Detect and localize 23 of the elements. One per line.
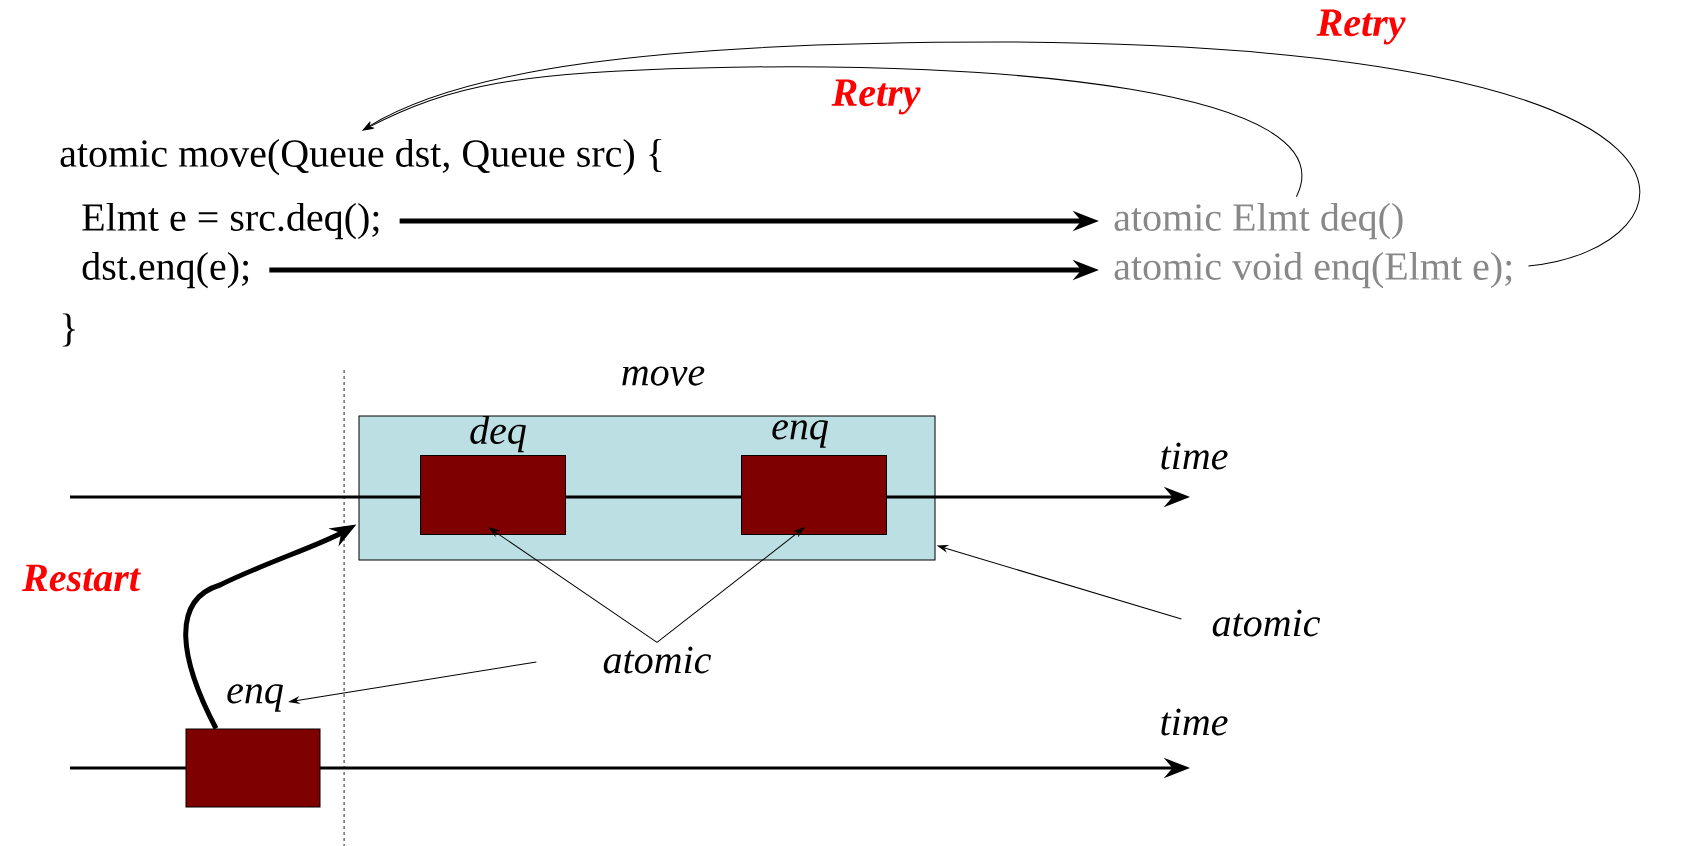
edge-label: Retry — [829, 77, 923, 117]
edge-label: Restart — [20, 562, 142, 594]
code-line: atomic void enq(Elmt e); — [1114, 251, 1512, 289]
leader-line — [289, 661, 537, 704]
leader-line — [656, 527, 805, 643]
leader-line — [488, 527, 658, 643]
leader-line — [937, 545, 1182, 620]
arrow — [362, 41, 1640, 267]
code-line: atomic move(Queue dst, Queue src) { — [60, 138, 662, 176]
code-line: } — [62, 313, 75, 347]
annotation-text: atomic — [603, 646, 711, 674]
code-line: atomic Elmt deq() — [1114, 202, 1403, 240]
axis-label: time — [1161, 708, 1228, 736]
block-heading: deq — [470, 415, 526, 453]
code-line: Elmt e = src.deq(); — [82, 202, 379, 240]
arrow — [362, 66, 1303, 198]
code-line: dst.enq(e); — [82, 251, 249, 289]
block-heading: enq — [227, 684, 283, 712]
block-heading: move — [622, 366, 705, 386]
axis-label: time — [1161, 442, 1228, 470]
block-heading: enq — [772, 420, 828, 448]
annotation-text: atomic — [1212, 609, 1320, 637]
edge-label: Retry — [1314, 7, 1408, 47]
